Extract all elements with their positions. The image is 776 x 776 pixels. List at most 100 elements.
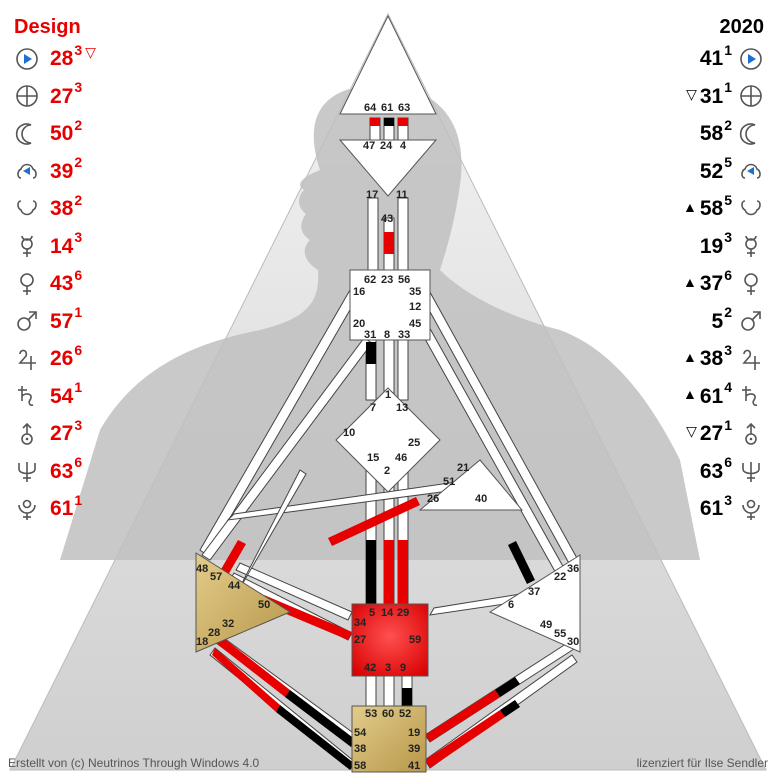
line-number: 6 (74, 341, 83, 358)
line-number: 1 (724, 41, 732, 58)
gate-label: 21 (457, 462, 469, 474)
gate-label: 50 (258, 599, 270, 611)
line-number: 2 (74, 154, 83, 171)
line-number: 6 (74, 266, 83, 283)
uranus-icon (738, 421, 764, 447)
gate-label: 58 (354, 760, 366, 772)
fixation-mark: ▲ (682, 386, 697, 403)
gate-number: 37 (699, 272, 724, 296)
gate-number: 52 (699, 159, 724, 183)
fixation-mark: ▽ (686, 85, 697, 102)
gate-label: 13 (396, 402, 408, 414)
gate-label: 56 (398, 274, 410, 286)
gate-label: 52 (399, 708, 411, 720)
gate-label: 2 (384, 465, 390, 477)
gate-number: 41 (699, 47, 724, 71)
line-number: 2 (74, 116, 83, 133)
gate-label: 26 (427, 493, 439, 505)
line-number: 3 (724, 341, 732, 358)
gate-number: 38 (50, 197, 74, 221)
gate-label: 9 (400, 662, 406, 674)
line-number: 3 (74, 229, 83, 246)
line-number: 1 (74, 491, 83, 508)
gate-number: 58 (699, 197, 724, 221)
gate-label: 60 (382, 708, 394, 720)
line-number: 1 (74, 379, 83, 396)
gate-number: 27 (50, 84, 74, 108)
sacral-center (351, 603, 429, 677)
gate-number: 26 (50, 347, 74, 371)
fixation-mark: ▲ (682, 198, 697, 215)
gate-label: 48 (196, 563, 208, 575)
mercury-icon (738, 233, 764, 259)
mars-icon (14, 308, 40, 334)
personality-title: 2020 (719, 16, 765, 38)
gate-number: 58 (699, 122, 724, 146)
pluto-icon (738, 496, 764, 522)
gate-label: 55 (554, 628, 566, 640)
gate-number: 50 (50, 122, 74, 146)
gate-label: 19 (408, 727, 420, 739)
earth-icon (14, 83, 40, 109)
line-number: 5 (724, 154, 732, 171)
gate-label: 46 (395, 452, 407, 464)
uranus-icon (14, 421, 40, 447)
gate-label: 59 (409, 634, 421, 646)
moon-icon (14, 121, 40, 147)
gate-label: 29 (397, 607, 409, 619)
gate-label: 11 (396, 189, 408, 201)
gate-label: 37 (528, 586, 540, 598)
fixation-mark: ▲ (682, 273, 697, 290)
gate-label: 31 (364, 329, 376, 341)
line-number: 6 (724, 266, 732, 283)
pluto-icon (14, 496, 40, 522)
ego-center (418, 459, 524, 511)
footer-license: lizenziert für Ilse Sendler (636, 756, 768, 770)
line-number: 2 (724, 304, 732, 321)
gate-label: 14 (381, 607, 394, 619)
channel-activations (212, 118, 535, 770)
mercury-icon (14, 233, 40, 259)
gate-label: 24 (380, 140, 393, 152)
gate-number: 39 (50, 159, 74, 183)
design-title: Design (14, 16, 81, 38)
line-number: 2 (74, 191, 83, 208)
gate-label: 6 (508, 599, 514, 611)
gate-label: 7 (370, 402, 376, 414)
gate-label: 15 (367, 452, 379, 464)
gate-label: 62 (364, 274, 376, 286)
gate-label: 30 (567, 636, 579, 648)
line-number: 3 (74, 79, 83, 96)
gate-label: 53 (365, 708, 377, 720)
gate-number: 19 (699, 234, 724, 258)
gate-label: 8 (384, 329, 390, 341)
fixation-mark: ▽ (686, 423, 697, 440)
gate-label: 38 (354, 743, 366, 755)
line-number: 3 (74, 416, 83, 433)
gate-label: 1 (385, 389, 391, 401)
gate-number: 28 (50, 47, 74, 71)
gate-label: 33 (398, 329, 410, 341)
gate-label: 35 (409, 286, 421, 298)
gate-label: 32 (222, 618, 234, 630)
line-number: 3 (724, 491, 732, 508)
gate-label: 16 (353, 286, 365, 298)
line-number: 1 (724, 79, 732, 96)
gate-label: 57 (210, 571, 222, 583)
